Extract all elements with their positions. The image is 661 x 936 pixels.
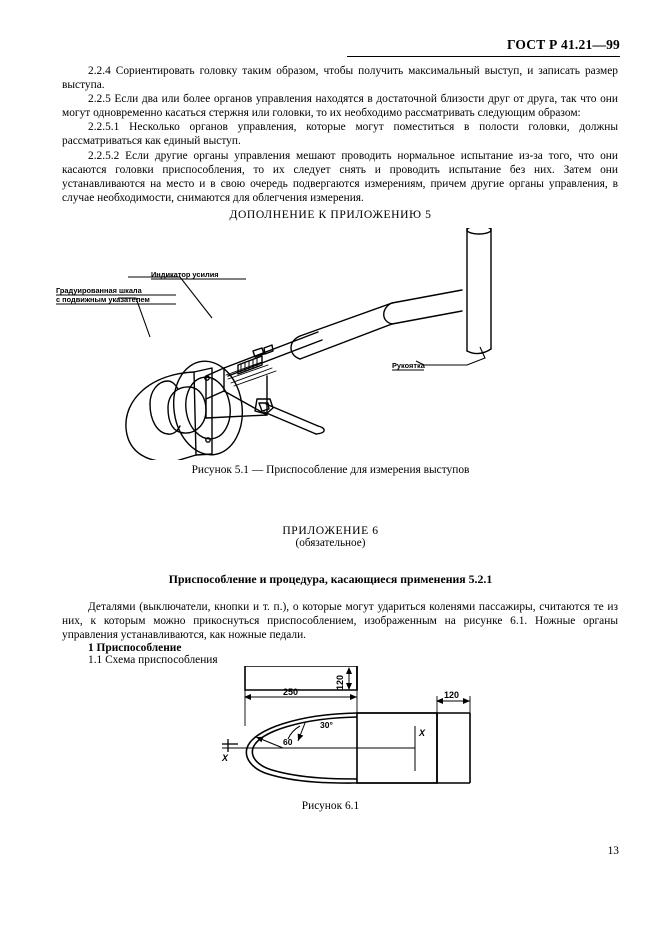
standard-title: ГОСТ Р 41.21—99 bbox=[506, 37, 620, 52]
paragraph-2-2-4: 2.2.4 Сориентировать головку таким образ… bbox=[62, 65, 618, 92]
leader-handle-arrow bbox=[415, 360, 425, 366]
annex6-title-block: ПРИЛОЖЕНИЕ 6 (обязательное) bbox=[0, 524, 661, 549]
body-text-block: 2.2.4 Сориентировать головку таким образ… bbox=[62, 64, 618, 205]
figure-5-1: Градуированная шкала с подвижным указате… bbox=[0, 228, 661, 460]
annex6-section-1-1: 1.1 Схема приспособления bbox=[88, 654, 218, 667]
angle-30-arc bbox=[287, 725, 301, 740]
page-number-block: 13 bbox=[0, 845, 661, 857]
label-scale-line1: Градуированная шкала bbox=[56, 286, 143, 295]
axis-label-x-left: X bbox=[221, 753, 229, 763]
angle-30-label: 30° bbox=[320, 720, 333, 730]
label-force-indicator: Индикатор усилия bbox=[151, 270, 219, 279]
annex5-title: ДОПОЛНЕНИЕ К ПРИЛОЖЕНИЮ 5 bbox=[229, 208, 432, 221]
page-header: ГОСТ Р 41.21—99 bbox=[0, 36, 661, 54]
annex6-subtitle: (обязательное) bbox=[295, 537, 366, 549]
annex6-body-block: Деталями (выключатели, кнопки и т. п.), … bbox=[62, 600, 618, 666]
header-divider bbox=[347, 56, 620, 57]
annex6-title: ПРИЛОЖЕНИЕ 6 bbox=[282, 524, 379, 537]
dimension-120-vertical-label: 120 bbox=[335, 675, 345, 690]
paragraph-2-2-5: 2.2.5 Если два или более органов управле… bbox=[62, 93, 618, 120]
dimension-120-right-label: 120 bbox=[444, 690, 459, 700]
annex6-heading: Приспособление и процедура, касающиеся п… bbox=[168, 572, 493, 586]
label-handle: Рукоятка bbox=[392, 361, 426, 370]
figure-6-1-caption-block: Рисунок 6.1 bbox=[0, 800, 661, 812]
page-number: 13 bbox=[607, 845, 619, 857]
leader-handle bbox=[424, 346, 486, 366]
annex6-intro: Деталями (выключатели, кнопки и т. п.), … bbox=[62, 601, 618, 642]
label-scale-line2: с подвижным указателем bbox=[56, 295, 150, 304]
figure-6-1-drawing: 250 120 120 60 30° X X bbox=[221, 666, 471, 784]
radius-60-leader bbox=[255, 736, 284, 749]
figure-5-1-drawing: Градуированная шкала с подвижным указате… bbox=[56, 228, 492, 460]
paragraph-2-2-5-1: 2.2.5.1 Несколько органов управления, ко… bbox=[62, 121, 618, 148]
figure-5-1-caption-block: Рисунок 5.1 — Приспособление для измерен… bbox=[0, 464, 661, 476]
figure-6-1: 250 120 120 60 30° X X bbox=[0, 666, 661, 806]
leader-force-indicator bbox=[128, 276, 213, 319]
angle-30-leader bbox=[297, 722, 306, 742]
paragraph-2-2-5-2: 2.2.5.2 Если другие органы управления ме… bbox=[62, 149, 618, 204]
annex5-title-block: ДОПОЛНЕНИЕ К ПРИЛОЖЕНИЮ 5 bbox=[0, 208, 661, 221]
axis-label-x-right: X bbox=[418, 728, 426, 738]
radius-60-label: 60 bbox=[283, 737, 293, 747]
annex6-section-1: 1 Приспособление bbox=[88, 642, 182, 655]
dimension-250-label: 250 bbox=[283, 687, 298, 697]
figure-5-1-caption: Рисунок 5.1 — Приспособление для измерен… bbox=[191, 464, 470, 476]
figure-6-1-caption: Рисунок 6.1 bbox=[301, 800, 360, 812]
leader-scale bbox=[118, 297, 151, 338]
annex6-heading-block: Приспособление и процедура, касающиеся п… bbox=[0, 572, 661, 587]
